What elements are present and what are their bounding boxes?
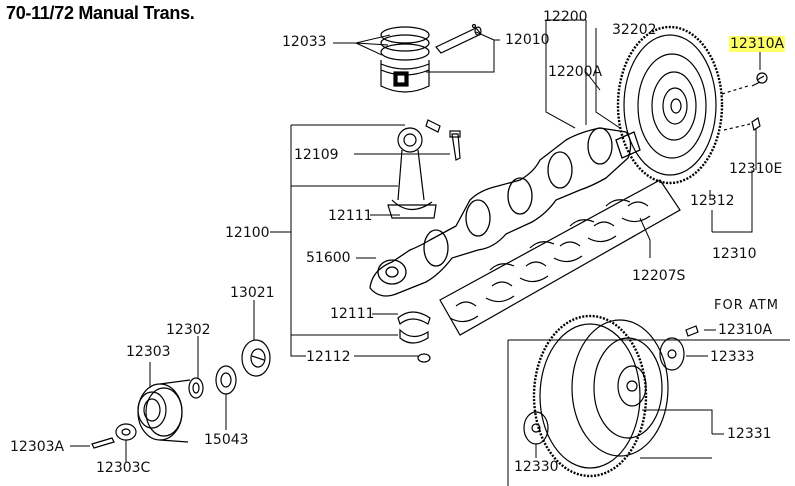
part-label-12312[interactable]: 12312 — [690, 193, 735, 209]
part-label-12330[interactable]: 12330 — [514, 459, 559, 475]
for-atm-note: FOR ATM — [714, 298, 779, 313]
part-label-12109[interactable]: 12109 — [294, 147, 339, 163]
part-label-12310A-highlighted[interactable]: 12310A — [729, 36, 786, 52]
part-label-12302[interactable]: 12302 — [166, 322, 211, 338]
piston-pin-drawing — [435, 23, 482, 54]
part-label-12303C[interactable]: 12303C — [96, 460, 151, 476]
part-label-12310[interactable]: 12310 — [712, 246, 757, 262]
part-label-12112[interactable]: 12112 — [306, 349, 351, 365]
part-label-12310A-atm[interactable]: 12310A — [718, 322, 773, 338]
part-label-15043[interactable]: 15043 — [204, 432, 249, 448]
leader-lines — [70, 19, 761, 462]
part-label-12303[interactable]: 12303 — [126, 344, 171, 360]
piston-rings-drawing — [380, 26, 430, 93]
part-label-12033[interactable]: 12033 — [282, 34, 327, 50]
part-label-12200A[interactable]: 12200A — [548, 64, 603, 80]
part-label-12303A[interactable]: 12303A — [10, 439, 65, 455]
part-label-12111-lower[interactable]: 12111 — [330, 306, 375, 322]
diagram-title: 70-11/72 Manual Trans. — [6, 3, 195, 23]
crankshaft-drawing — [369, 127, 641, 297]
part-label-12333[interactable]: 12333 — [710, 349, 755, 365]
part-label-51600[interactable]: 51600 — [306, 250, 351, 266]
connecting-rod-drawing — [387, 119, 461, 219]
part-label-12310E[interactable]: 12310E — [729, 161, 783, 177]
part-label-12010[interactable]: 12010 — [505, 32, 550, 48]
rod-bearing-drawing — [397, 311, 431, 363]
part-label-12207S[interactable]: 12207S — [632, 268, 686, 284]
flywheel-drawing — [616, 25, 768, 185]
part-label-12100[interactable]: 12100 — [225, 225, 270, 241]
crank-pulley-drawing — [91, 339, 271, 449]
part-label-13021[interactable]: 13021 — [230, 285, 275, 301]
part-label-12111-upper[interactable]: 12111 — [328, 208, 373, 224]
drive-plate-drawing — [507, 314, 790, 486]
part-label-12331[interactable]: 12331 — [727, 426, 772, 442]
part-label-12200[interactable]: 12200 — [543, 9, 588, 25]
main-bearings-drawing — [439, 179, 681, 336]
part-label-32202[interactable]: 32202 — [612, 22, 657, 38]
